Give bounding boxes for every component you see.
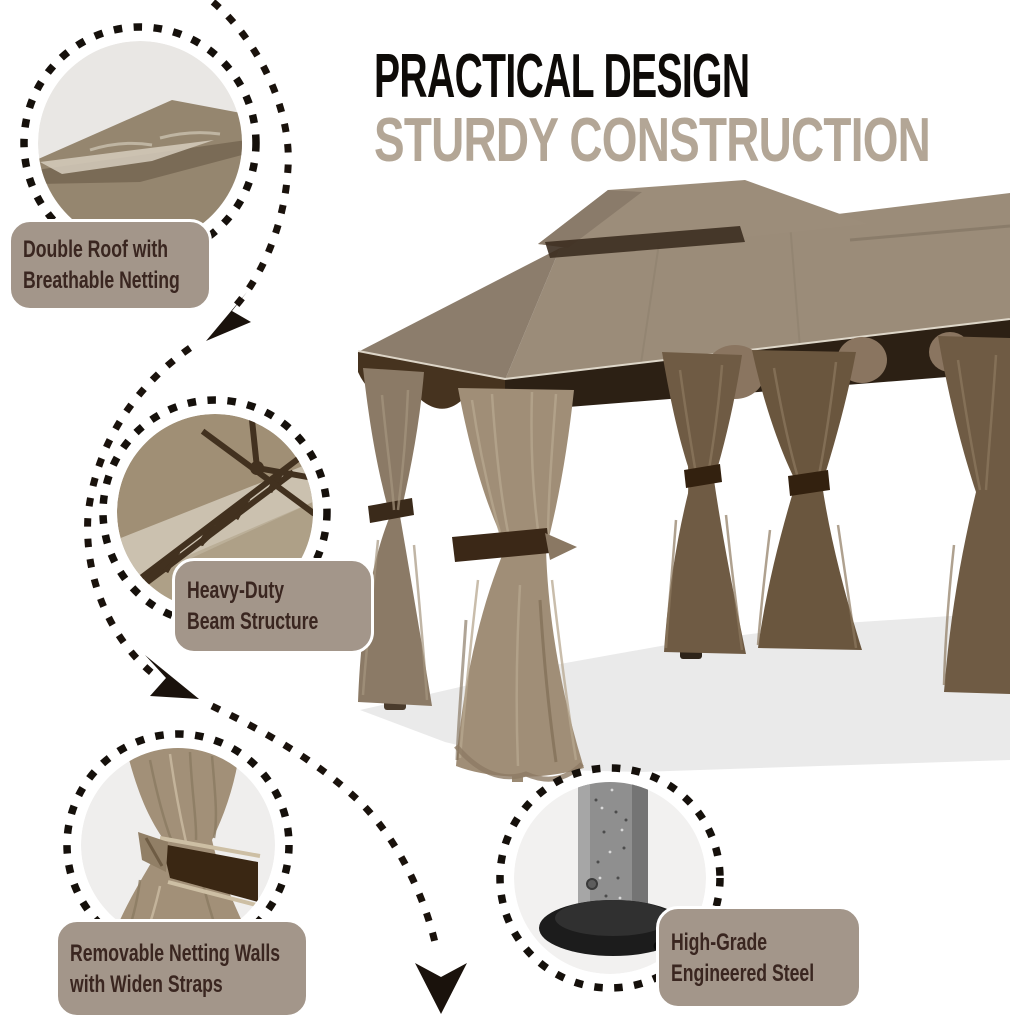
curtain-strap bbox=[452, 528, 550, 562]
page-title: PRACTICAL DESIGN bbox=[374, 42, 750, 111]
arrowheads bbox=[145, 292, 467, 1014]
callout-label-line: Double Roof with bbox=[23, 236, 169, 263]
dotted-ring bbox=[63, 730, 293, 960]
curtain-strap bbox=[684, 464, 722, 488]
callout-label-line: Engineered Steel bbox=[671, 959, 815, 987]
pole-speckles bbox=[594, 798, 628, 898]
roof-left-facet bbox=[358, 248, 560, 380]
curtain-tie bbox=[545, 533, 577, 560]
callout-photo-netting-strap bbox=[63, 730, 293, 960]
callout-label-line: with Widen Straps bbox=[70, 970, 223, 998]
arrowhead-icon bbox=[415, 963, 467, 1014]
curtain-strap bbox=[788, 470, 830, 496]
callout-photo-double-roof bbox=[20, 23, 260, 263]
dotted-ring bbox=[99, 396, 331, 628]
callout-label-line: Breathable Netting bbox=[23, 267, 180, 294]
callout-label-line: High-Grade bbox=[671, 928, 768, 956]
callout-label-line: Heavy-Duty bbox=[187, 577, 285, 604]
arrowhead-icon bbox=[145, 655, 199, 699]
top-roof-left-facet bbox=[538, 190, 642, 248]
tied-curtain bbox=[456, 388, 584, 777]
gazebo bbox=[357, 180, 1010, 782]
callout-label-line: Removable Netting Walls bbox=[70, 939, 281, 967]
tied-curtain bbox=[752, 350, 862, 650]
roof-vent-gap bbox=[545, 226, 745, 258]
callout-label-beam-structure: Heavy-Duty Beam Structure bbox=[172, 558, 374, 654]
netting-curtains bbox=[358, 336, 1010, 782]
curtain-strap bbox=[368, 498, 414, 523]
dotted-ring bbox=[496, 764, 724, 992]
roof-seam bbox=[849, 224, 1010, 242]
dotted-guide-arrows bbox=[84, 0, 441, 953]
dotted-curve-left bbox=[84, 345, 193, 676]
callout-label-engineered-steel: High-Grade Engineered Steel bbox=[656, 906, 862, 1009]
callout-label-double-roof: Double Roof with Breathable Netting bbox=[8, 219, 212, 311]
roof-seam bbox=[639, 222, 801, 371]
dotted-curve-top bbox=[210, 0, 292, 313]
tied-curtain bbox=[358, 368, 432, 706]
strap-band bbox=[162, 844, 258, 902]
callout-label-netting-walls: Removable Netting Walls with Widen Strap… bbox=[55, 919, 309, 1018]
arrowhead-icon bbox=[206, 292, 251, 341]
tied-curtain bbox=[662, 352, 746, 654]
callout-label-line: Beam Structure bbox=[187, 608, 319, 635]
page-subtitle: STURDY CONSTRUCTION bbox=[374, 106, 931, 175]
